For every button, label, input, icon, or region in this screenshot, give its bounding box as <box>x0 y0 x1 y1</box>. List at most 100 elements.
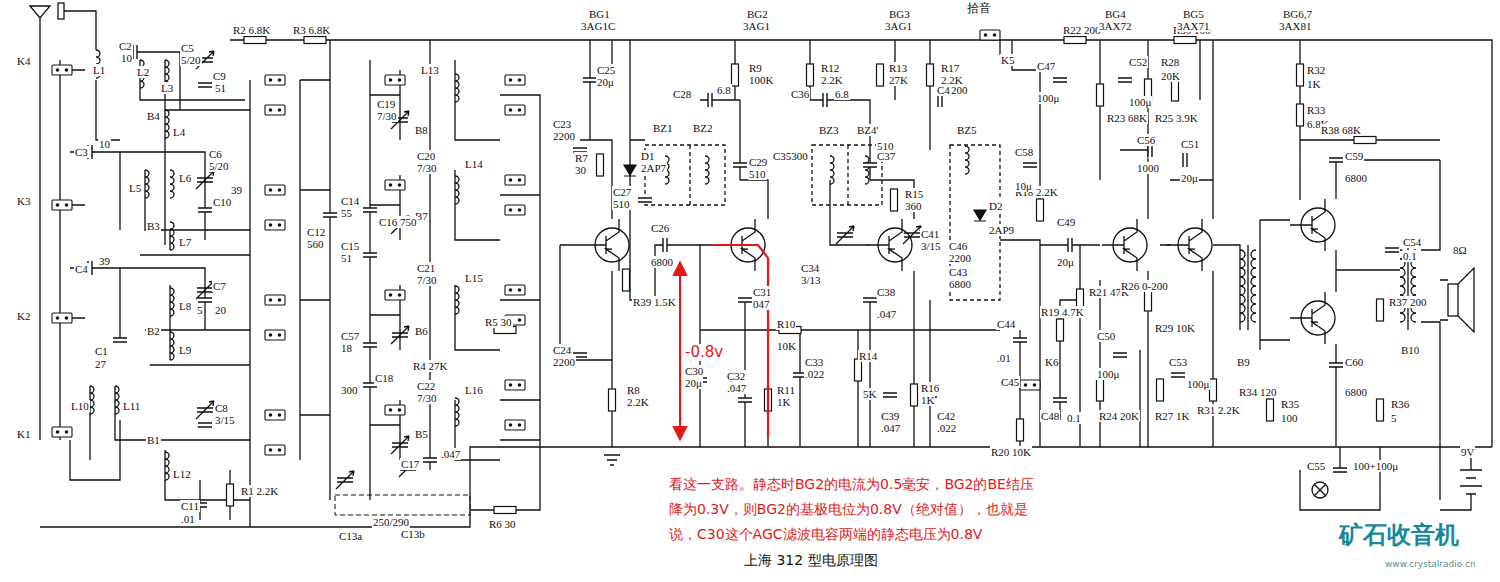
component-label: L9 <box>178 344 192 356</box>
capacitor-symbol <box>1012 338 1028 342</box>
coil-symbol <box>170 170 174 198</box>
component-label: R28 <box>1160 56 1180 68</box>
resistor-symbol <box>1267 399 1274 421</box>
component-label: 3AX81 <box>1278 20 1312 32</box>
wires <box>700 40 768 447</box>
switch-contact <box>52 30 1040 455</box>
transistor-symbol <box>1102 219 1147 271</box>
component-label: BG6,7 <box>1282 8 1313 20</box>
component-label: 20μ <box>684 377 703 389</box>
component-label: R7 <box>574 152 589 164</box>
resistor-symbol <box>623 269 630 291</box>
component-label: BG3 <box>888 8 911 20</box>
component-label: R10 <box>776 318 796 330</box>
component-label: R22 200 <box>1062 24 1102 36</box>
component-label: C20 <box>416 150 436 162</box>
component-label: C35300 <box>772 150 809 162</box>
component-label: R20 10K <box>990 446 1032 458</box>
component-label: R33 <box>1306 104 1326 116</box>
component-label: 5K <box>862 388 877 400</box>
component-label: 0.1 <box>1066 412 1082 424</box>
component-label: 100 <box>1280 412 1299 424</box>
wires <box>1213 40 1440 447</box>
component-label: C46 <box>948 240 968 252</box>
switch-contact <box>265 410 285 420</box>
component-label: C12 <box>306 226 326 238</box>
switch-contact <box>385 405 405 415</box>
capacitor-symbol <box>1052 398 1068 402</box>
component-label: BG2 <box>746 8 769 20</box>
coil-symbol <box>965 146 969 174</box>
switch-contact <box>505 380 525 390</box>
capacitor-symbol <box>197 208 213 212</box>
wires <box>1251 250 1256 322</box>
component-label: C9 <box>212 70 227 82</box>
component-label: C15 <box>340 240 360 252</box>
component-label: B8 <box>414 124 429 136</box>
wires <box>30 6 50 440</box>
variable-capacitor-symbol <box>336 471 354 489</box>
wires <box>847 145 848 205</box>
coil-symbol <box>170 332 174 360</box>
component-label: C42 <box>936 410 956 422</box>
capacitor-symbol <box>1068 237 1072 253</box>
diode-symbol <box>624 165 636 176</box>
component-label: 6800 <box>1344 386 1368 398</box>
component-label: C47 <box>1036 60 1056 72</box>
component-label: 10μ <box>1014 180 1033 192</box>
capacitor-symbol <box>737 298 753 302</box>
coil-symbol <box>865 156 869 184</box>
variable-capacitor-symbol <box>391 436 409 454</box>
component-label: C10 <box>212 196 232 208</box>
component-label: R29 10K <box>1154 322 1196 334</box>
wires <box>70 386 250 520</box>
switch-contact <box>265 185 285 195</box>
capacitor-symbol <box>1112 353 1128 357</box>
resistor-symbol <box>1097 379 1104 401</box>
wires <box>645 145 725 205</box>
component-label: R37 200 <box>1388 296 1428 308</box>
switch-contact <box>265 445 285 455</box>
coil-symbol <box>455 176 459 204</box>
switch-contact <box>52 313 72 323</box>
variable-capacitor-symbol <box>836 226 854 244</box>
component-label: R5 30 <box>484 316 513 328</box>
capacitor-symbol <box>862 163 878 167</box>
component-label: C33 <box>804 356 824 368</box>
switch-contact <box>505 205 525 215</box>
component-label: R35 <box>1280 398 1300 410</box>
resistor-symbol <box>1017 419 1024 441</box>
component-label: L15 <box>464 272 484 284</box>
resistor-symbol <box>1377 399 1384 421</box>
capacitor-symbol <box>133 44 137 60</box>
component-label: C57 <box>340 330 360 342</box>
component-label: D1 <box>640 150 655 162</box>
component-label: C45 <box>1000 376 1020 388</box>
coil-symbol <box>455 398 459 426</box>
resistor-symbol <box>807 64 814 86</box>
component-label: 10 <box>120 52 133 64</box>
component-label: 10K <box>776 340 797 352</box>
component-label: 10 <box>98 138 111 150</box>
component-label: 20μ <box>596 76 615 88</box>
capacitor-symbol <box>362 343 378 347</box>
resistor-symbol <box>1064 37 1086 44</box>
coil-symbol <box>170 222 174 250</box>
switch-contact <box>505 75 525 85</box>
component-label: 51 <box>340 252 353 264</box>
wires <box>500 95 540 440</box>
capacitor-symbol <box>1332 468 1348 472</box>
component-label: 7/30 <box>416 392 438 404</box>
wires <box>930 40 1040 447</box>
switch-contact <box>52 200 72 210</box>
resistor-symbol <box>1097 84 1104 106</box>
coil-symbol <box>165 110 169 138</box>
component-label: C59 <box>1344 150 1364 162</box>
component-label: R17 <box>940 62 960 74</box>
wires <box>470 440 540 510</box>
wires <box>30 3 1492 527</box>
component-label: R13 <box>888 62 908 74</box>
component-label: B6 <box>414 325 429 337</box>
component-label: R3 6.8K <box>292 24 331 36</box>
